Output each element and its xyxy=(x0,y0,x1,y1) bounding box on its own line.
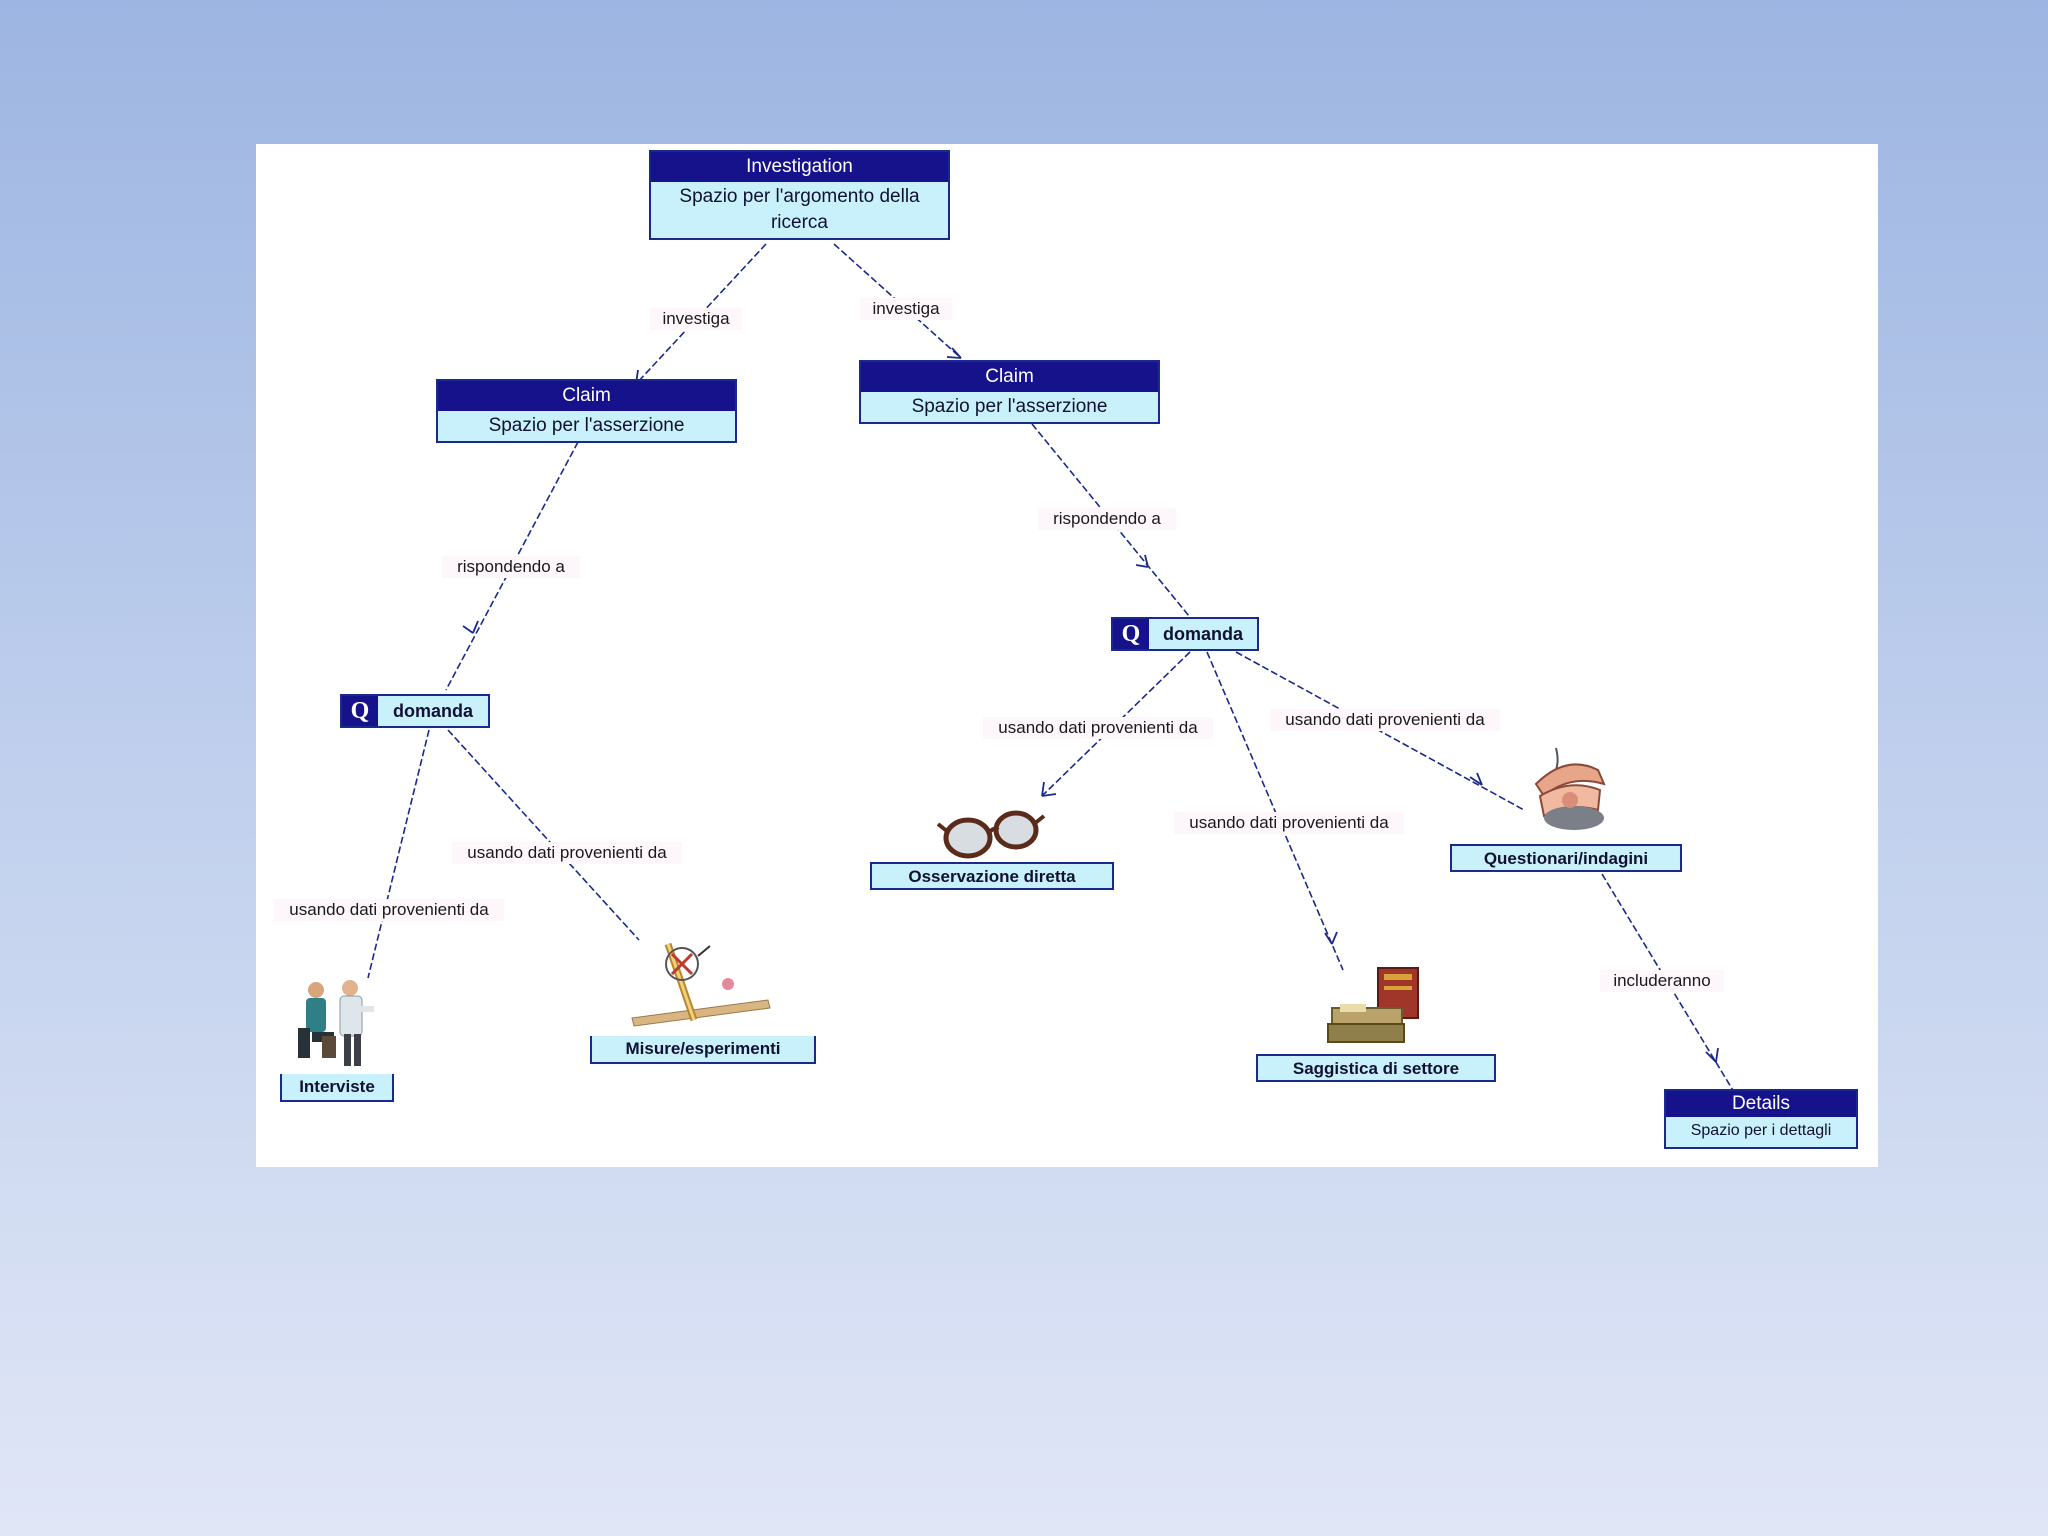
investigation-body: Spazio per l'argomento della ricerca xyxy=(679,186,920,233)
link-question-left-interviews xyxy=(367,729,430,979)
link-label-usando-measurements: usando dati provenienti da xyxy=(452,842,682,864)
link-questionnaires-details xyxy=(1601,873,1735,1093)
link-label-usando-questionnaires: usando dati provenienti da xyxy=(1270,709,1500,731)
claim-left-body: Spazio per l'asserzione xyxy=(488,415,685,436)
claim-node-right[interactable]: Claim Spazio per l'asserzione xyxy=(859,360,1160,424)
resource-sector-literature[interactable]: Saggistica di settore xyxy=(1256,1054,1496,1082)
link-label-usando-literature: usando dati provenienti da xyxy=(1174,812,1404,834)
link-label-rispondendo-left: rispondendo a xyxy=(442,556,580,578)
question-left-label: domanda xyxy=(392,700,473,721)
link-question-right-literature xyxy=(1206,651,1344,971)
arrowhead xyxy=(1705,1047,1719,1063)
connector-lines xyxy=(367,243,1735,1093)
arrowhead xyxy=(1469,772,1483,786)
link-label-includeranno: includeranno xyxy=(1600,970,1724,992)
concept-map-canvas: Investigation Spazio per l'argomento del… xyxy=(256,144,1878,1167)
books-icon xyxy=(1327,967,1419,1043)
resource-observation[interactable]: Osservazione diretta xyxy=(870,862,1114,890)
details-header: Details xyxy=(1666,1091,1856,1117)
resource-questionnaires[interactable]: Questionari/indagini xyxy=(1450,844,1682,872)
measurement-tools-icon xyxy=(631,942,771,1027)
link-question-left-measurements xyxy=(447,729,640,941)
link-label-investiga-right: investiga xyxy=(860,298,952,320)
interview-people-icon xyxy=(298,980,374,1066)
link-label-rispondendo-right: rispondendo a xyxy=(1038,508,1176,530)
link-question-right-questionnaires xyxy=(1235,651,1525,811)
resource-interviews[interactable]: Interviste xyxy=(280,1074,394,1102)
link-label-usando-observation: usando dati provenienti da xyxy=(983,717,1213,739)
telephone-icon xyxy=(1534,747,1606,830)
claim-right-header: Claim xyxy=(861,362,1158,392)
question-right-label: domanda xyxy=(1162,623,1243,644)
claim-right-body: Spazio per l'asserzione xyxy=(911,396,1108,417)
claim-node-left[interactable]: Claim Spazio per l'asserzione xyxy=(436,379,737,443)
details-node[interactable]: Details Spazio per i dettagli xyxy=(1664,1089,1858,1149)
glasses-icon xyxy=(936,810,1046,859)
claim-left-header: Claim xyxy=(438,381,735,411)
arrowhead xyxy=(1324,931,1338,945)
question-q-icon: Q xyxy=(1113,619,1149,649)
question-node-left[interactable]: Q domanda xyxy=(340,694,490,728)
arrowhead xyxy=(462,620,479,634)
investigation-node[interactable]: Investigation Spazio per l'argomento del… xyxy=(649,150,950,240)
arrowhead xyxy=(1135,554,1149,568)
link-label-usando-interviews: usando dati provenienti da xyxy=(274,899,504,921)
link-label-investiga-left: investiga xyxy=(650,308,742,330)
question-node-right[interactable]: Q domanda xyxy=(1111,617,1259,651)
arrowhead xyxy=(946,347,962,359)
question-q-icon: Q xyxy=(342,696,378,726)
arrowhead xyxy=(1041,781,1057,797)
resource-measurements[interactable]: Misure/esperimenti xyxy=(590,1036,816,1064)
investigation-header: Investigation xyxy=(651,152,948,182)
details-body: Spazio per i dettagli xyxy=(1690,1122,1832,1139)
